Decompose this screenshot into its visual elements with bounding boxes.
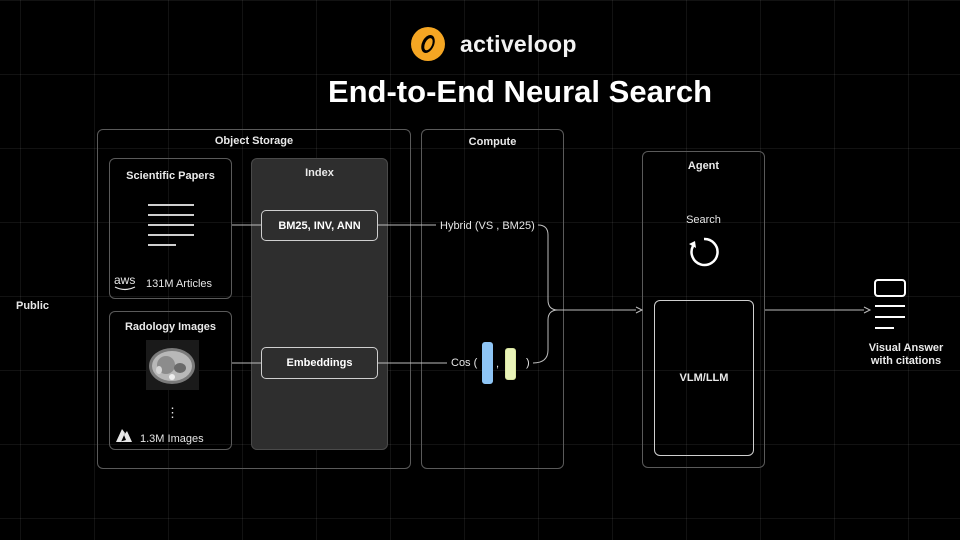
images-count: 1.3M Images: [140, 433, 204, 445]
azure-logo-icon: [116, 429, 132, 442]
cosine-close-label: ): [526, 357, 530, 369]
aws-logo-icon: aws: [114, 274, 136, 291]
answer-document-icon: [874, 279, 906, 329]
index-panel: [251, 158, 388, 450]
compute-panel: [421, 129, 564, 469]
diagram-title: End-to-End Neural Search: [327, 74, 713, 109]
radiology-images-title: Radology Images: [124, 321, 217, 333]
aws-logo-text: aws: [114, 273, 136, 287]
compute-title: Compute: [468, 136, 517, 148]
agent-panel: [642, 151, 765, 468]
more-vertical-icon: ⋮: [166, 405, 179, 420]
output-label-line2: with citations: [870, 355, 942, 367]
articles-count: 131M Articles: [146, 278, 213, 290]
query-vector-icon: [482, 342, 493, 384]
hybrid-search-label: Hybrid (VS , BM25): [440, 220, 535, 232]
scientific-papers-card: [109, 158, 232, 299]
arrow-to-answer-icon: [863, 306, 872, 314]
vlm-llm-box: [654, 300, 754, 456]
object-storage-title: Object Storage: [214, 135, 294, 147]
search-label: Search: [686, 214, 721, 226]
output-label-line1: Visual Answer: [868, 342, 944, 354]
document-lines-icon: [148, 204, 194, 246]
cosine-separator: ,: [496, 358, 500, 370]
cos-to-agent-connector: [532, 309, 559, 364]
document-vector-icon: [505, 348, 516, 380]
bm25-index-node: BM25, INV, ANN: [261, 210, 378, 241]
hybrid-to-agent-connector: [537, 224, 636, 311]
vlm-llm-label: VLM/LLM: [679, 372, 729, 384]
radiology-images-card: [109, 311, 232, 450]
brand-name: activeloop: [460, 30, 577, 57]
refresh-icon: [689, 237, 719, 267]
index-title: Index: [305, 167, 334, 179]
cosine-open-label: Cos (: [451, 357, 478, 369]
agent-title: Agent: [687, 160, 720, 172]
activeloop-logo-icon: [411, 27, 445, 61]
embeddings-node: Embeddings: [261, 347, 378, 379]
ct-scan-image: [146, 340, 199, 390]
brand-logo: activeloop: [410, 24, 610, 64]
arrow-to-agent-icon: [635, 306, 644, 314]
public-label: Public: [16, 300, 50, 312]
object-storage-panel: [97, 129, 411, 469]
scientific-papers-title: Scientific Papers: [126, 170, 215, 182]
